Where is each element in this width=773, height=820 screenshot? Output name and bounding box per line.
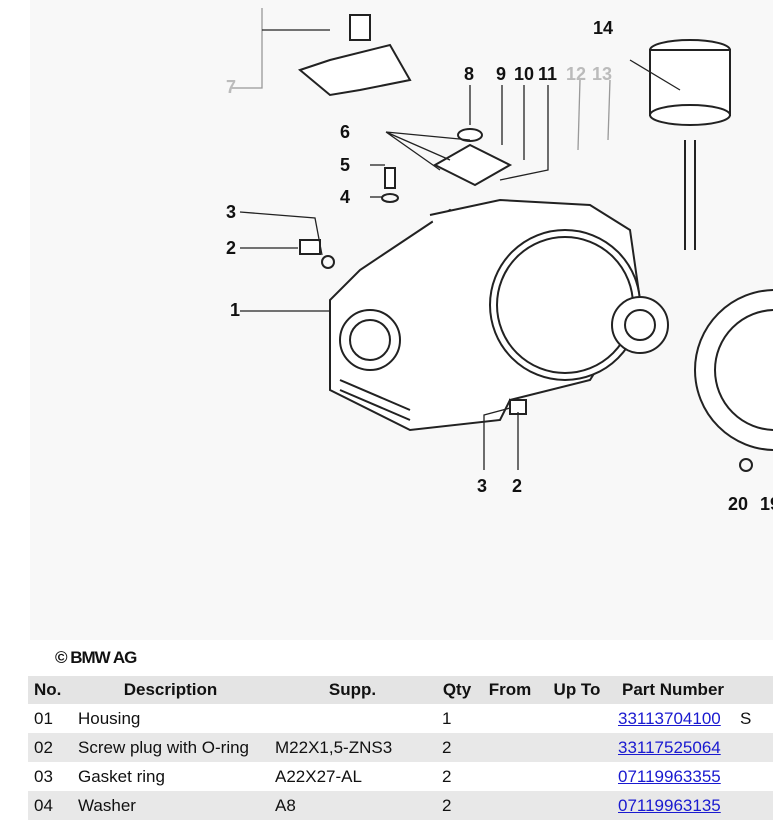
callout-12: 12 bbox=[566, 64, 587, 84]
part-number-link[interactable]: 33117525064 bbox=[618, 737, 721, 757]
callout-14: 14 bbox=[593, 18, 614, 38]
cell-from bbox=[478, 762, 542, 791]
part-number-link[interactable]: 07119963355 bbox=[618, 766, 721, 786]
header-no: No. bbox=[28, 676, 72, 704]
cell-no: 01 bbox=[34, 708, 53, 728]
cell-qty: 2 bbox=[436, 733, 478, 762]
exploded-view-drawing bbox=[230, 8, 773, 472]
callout-10: 10 bbox=[514, 64, 535, 84]
cell-description: Gasket ring bbox=[78, 766, 165, 786]
header-part-number: Part Number bbox=[612, 676, 734, 704]
callout-9: 9 bbox=[496, 64, 507, 84]
parts-diagram: 7 8 9 10 11 12 13 14 6 5 4 3 2 1 3 2 20 … bbox=[30, 0, 773, 640]
cell-description: Screw plug with O-ring bbox=[72, 733, 269, 762]
copyright-label: © BMW AG bbox=[55, 648, 137, 667]
cell-no: 02 bbox=[28, 733, 72, 762]
callout-6: 6 bbox=[340, 122, 351, 142]
header-from: From bbox=[478, 676, 542, 704]
header-qty: Qty bbox=[436, 676, 478, 704]
callout-3: 3 bbox=[226, 202, 237, 222]
table-row: 04 Washer A8 2 07119963135 bbox=[28, 791, 773, 820]
callout-2-lower: 2 bbox=[512, 476, 523, 496]
cell-qty: 2 bbox=[436, 791, 478, 820]
callout-2: 2 bbox=[226, 238, 237, 258]
callout-13: 13 bbox=[592, 64, 613, 84]
cell-up-to bbox=[542, 704, 612, 733]
cell-extra bbox=[734, 791, 773, 820]
callout-5: 5 bbox=[340, 155, 351, 175]
cell-no: 04 bbox=[28, 791, 72, 820]
cell-from bbox=[478, 791, 542, 820]
part-number-link[interactable]: 33113704100 bbox=[618, 708, 721, 728]
cell-extra bbox=[734, 762, 773, 791]
cell-supp: M22X1,5-ZNS3 bbox=[269, 733, 436, 762]
callout-3-lower: 3 bbox=[477, 476, 488, 496]
callout-4: 4 bbox=[340, 187, 351, 207]
callout-19: 19 bbox=[760, 494, 773, 514]
cell-supp bbox=[269, 704, 436, 733]
header-description: Description bbox=[72, 676, 269, 704]
cell-up-to bbox=[542, 762, 612, 791]
cell-from bbox=[478, 733, 542, 762]
cell-no: 03 bbox=[34, 766, 53, 786]
callout-1: 1 bbox=[230, 300, 241, 320]
table-row: 02 Screw plug with O-ring M22X1,5-ZNS3 2… bbox=[28, 733, 773, 762]
table-row: 03 Gasket ring A22X27-AL 2 07119963355 bbox=[28, 762, 773, 791]
callout-7: 7 bbox=[226, 77, 237, 97]
cell-up-to bbox=[542, 733, 612, 762]
callout-11: 11 bbox=[538, 64, 558, 84]
cell-from bbox=[478, 704, 542, 733]
table-header-row: No. Description Supp. Qty From Up To Par… bbox=[28, 676, 773, 704]
cell-supp: A22X27-AL bbox=[275, 766, 362, 786]
cell-up-to bbox=[542, 791, 612, 820]
header-supp: Supp. bbox=[269, 676, 436, 704]
table-row: 01 Housing 1 33113704100 S bbox=[28, 704, 773, 733]
cell-supp: A8 bbox=[269, 791, 436, 820]
cell-description: Housing bbox=[78, 708, 141, 728]
part-number-link[interactable]: 07119963135 bbox=[618, 795, 721, 815]
callout-8: 8 bbox=[464, 64, 475, 84]
cell-qty: 2 bbox=[442, 766, 452, 786]
header-up-to: Up To bbox=[542, 676, 612, 704]
cell-description: Washer bbox=[72, 791, 269, 820]
cell-extra: S bbox=[740, 708, 752, 728]
parts-table: No. Description Supp. Qty From Up To Par… bbox=[28, 676, 773, 820]
cell-qty: 1 bbox=[442, 708, 452, 728]
callout-20: 20 bbox=[728, 494, 749, 514]
cell-extra bbox=[734, 733, 773, 762]
